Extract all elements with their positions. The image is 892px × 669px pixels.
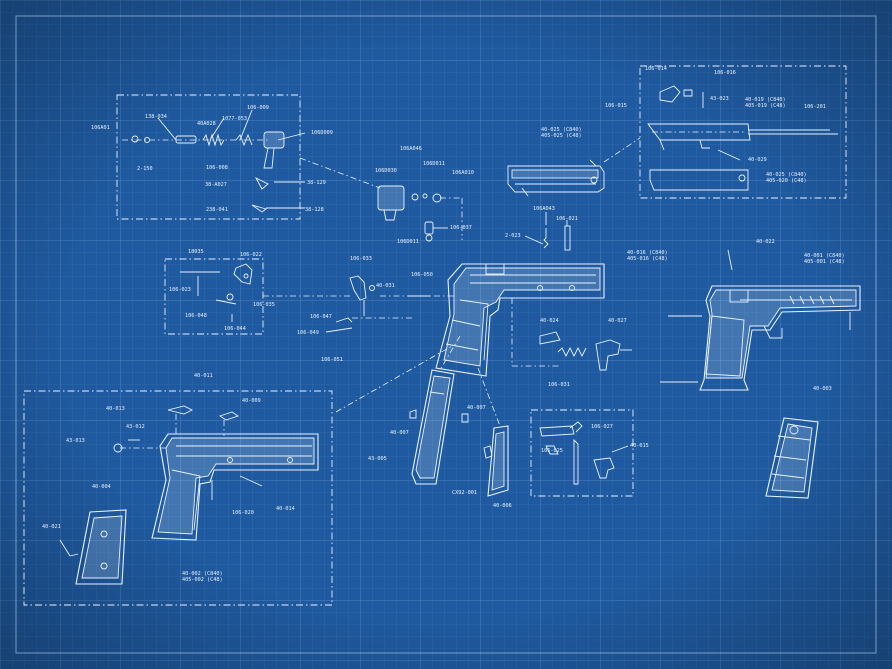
top-left-exploded-box: 106A01 138-034 2-150 40A028 1077-053 106… xyxy=(91,94,333,220)
label: 106A01 xyxy=(91,125,110,131)
label: 106-033 xyxy=(350,256,372,262)
label: 106D011 xyxy=(397,239,419,245)
label: 106-047 xyxy=(310,314,332,320)
right-assembled-pistol: 40-022 40-001 (C840) 405-001 (C48) 40-00… xyxy=(660,239,861,499)
label: 40-027 xyxy=(608,318,627,324)
label: 40-013 xyxy=(106,406,125,412)
label: 106-049 xyxy=(297,330,319,336)
center-bottom-parts: 40-007 40-007 43-005 CX92-001 40-006 xyxy=(368,335,512,509)
center-bottom-box: 106-027 106-025 40-015 xyxy=(530,409,649,497)
label: 40-006 xyxy=(493,503,512,509)
label: 106-009 xyxy=(247,105,269,111)
label: 2-023 xyxy=(505,233,521,239)
label: 106-050 xyxy=(411,272,433,278)
label: 106-035 xyxy=(253,302,275,308)
label: 238-041 xyxy=(206,207,228,213)
label: 1077-053 xyxy=(222,116,247,122)
label: 106D030 xyxy=(375,168,397,174)
label: 405-016 (C48) xyxy=(627,256,668,262)
label: 40-024 xyxy=(540,318,559,324)
label: 106-014 xyxy=(645,66,667,72)
label: 106A046 xyxy=(400,146,422,152)
label: 43-012 xyxy=(126,424,145,430)
label: 106-015 xyxy=(605,103,627,109)
label: 405-020 (C48) xyxy=(766,178,807,184)
label: 43-005 xyxy=(368,456,387,462)
bottom-left-box: 40-011 40-013 40-009 43-012 43-013 40-00… xyxy=(23,373,333,606)
label: 106D009 xyxy=(311,130,333,136)
label: 40-021 xyxy=(42,524,61,530)
label: 106-037 xyxy=(450,225,472,231)
label: 40-025 (C840) xyxy=(541,127,582,133)
label: 106-023 xyxy=(169,287,191,293)
left-middle-box: 18035 106-022 106-023 106-035 106-048 10… xyxy=(164,249,275,335)
label: 38-129 xyxy=(307,180,326,186)
label: 106-021 xyxy=(556,216,578,222)
label: 40-029 xyxy=(748,157,767,163)
label: 40-003 xyxy=(813,386,832,392)
label: 106-025 xyxy=(541,448,563,454)
label: 106-031 xyxy=(548,382,570,388)
label: 40-016 (C840) xyxy=(627,250,668,256)
label: 40-025 (C840) xyxy=(766,172,807,178)
slide-top: 40-025 (C840) 405-025 (C48) xyxy=(507,127,641,197)
label: 405-019 (C48) xyxy=(745,103,786,109)
label: 2-150 xyxy=(137,166,153,172)
label: 405-002 (C48) xyxy=(182,577,223,583)
label: 106-051 xyxy=(321,357,343,363)
label: 106-048 xyxy=(185,313,207,319)
label: 40-007 xyxy=(390,430,409,436)
label: 40-001 (C840) xyxy=(804,253,845,259)
label: 40-007 xyxy=(467,405,486,411)
label: 40-019 (C840) xyxy=(745,97,786,103)
label: 40-009 xyxy=(242,398,261,404)
label: 106-016 xyxy=(714,70,736,76)
label: 40-022 xyxy=(756,239,775,245)
label: 106-022 xyxy=(240,252,262,258)
label: 38-A027 xyxy=(205,182,227,188)
label: 43-023 xyxy=(710,96,729,102)
label: 405-025 (C48) xyxy=(541,133,582,139)
label: 106-027 xyxy=(591,424,613,430)
label: 40-004 xyxy=(92,484,111,490)
label: 106D011 xyxy=(423,161,445,167)
label: 18035 xyxy=(188,249,204,255)
center-frame-parts: 106-033 40-031 106-050 106-047 106-049 1… xyxy=(263,250,668,413)
label: 106-201 xyxy=(804,104,826,110)
label: 40-014 xyxy=(276,506,295,512)
label: 40-031 xyxy=(376,283,395,289)
label: 106A043 xyxy=(533,206,555,212)
label: 40-002 (C840) xyxy=(182,571,223,577)
top-right-exploded-box: 106-014 106-016 106-015 43-023 40-019 (C… xyxy=(605,65,847,199)
center-top-parts: 106D030 106A046 106D011 106A010 106D011 … xyxy=(299,146,578,251)
label: 40-011 xyxy=(194,373,213,379)
label: 106-008 xyxy=(206,165,228,171)
label: 405-001 (C48) xyxy=(804,259,845,265)
label: 40A028 xyxy=(197,121,216,127)
label: CX92-001 xyxy=(452,490,477,496)
label: 138-034 xyxy=(145,114,167,120)
label: 43-013 xyxy=(66,438,85,444)
label: 40-015 xyxy=(630,443,649,449)
label: 106-044 xyxy=(224,326,246,332)
label: 38-128 xyxy=(305,207,324,213)
label: 106A010 xyxy=(452,170,474,176)
label: 106-020 xyxy=(232,510,254,516)
sheet-border xyxy=(15,15,877,654)
